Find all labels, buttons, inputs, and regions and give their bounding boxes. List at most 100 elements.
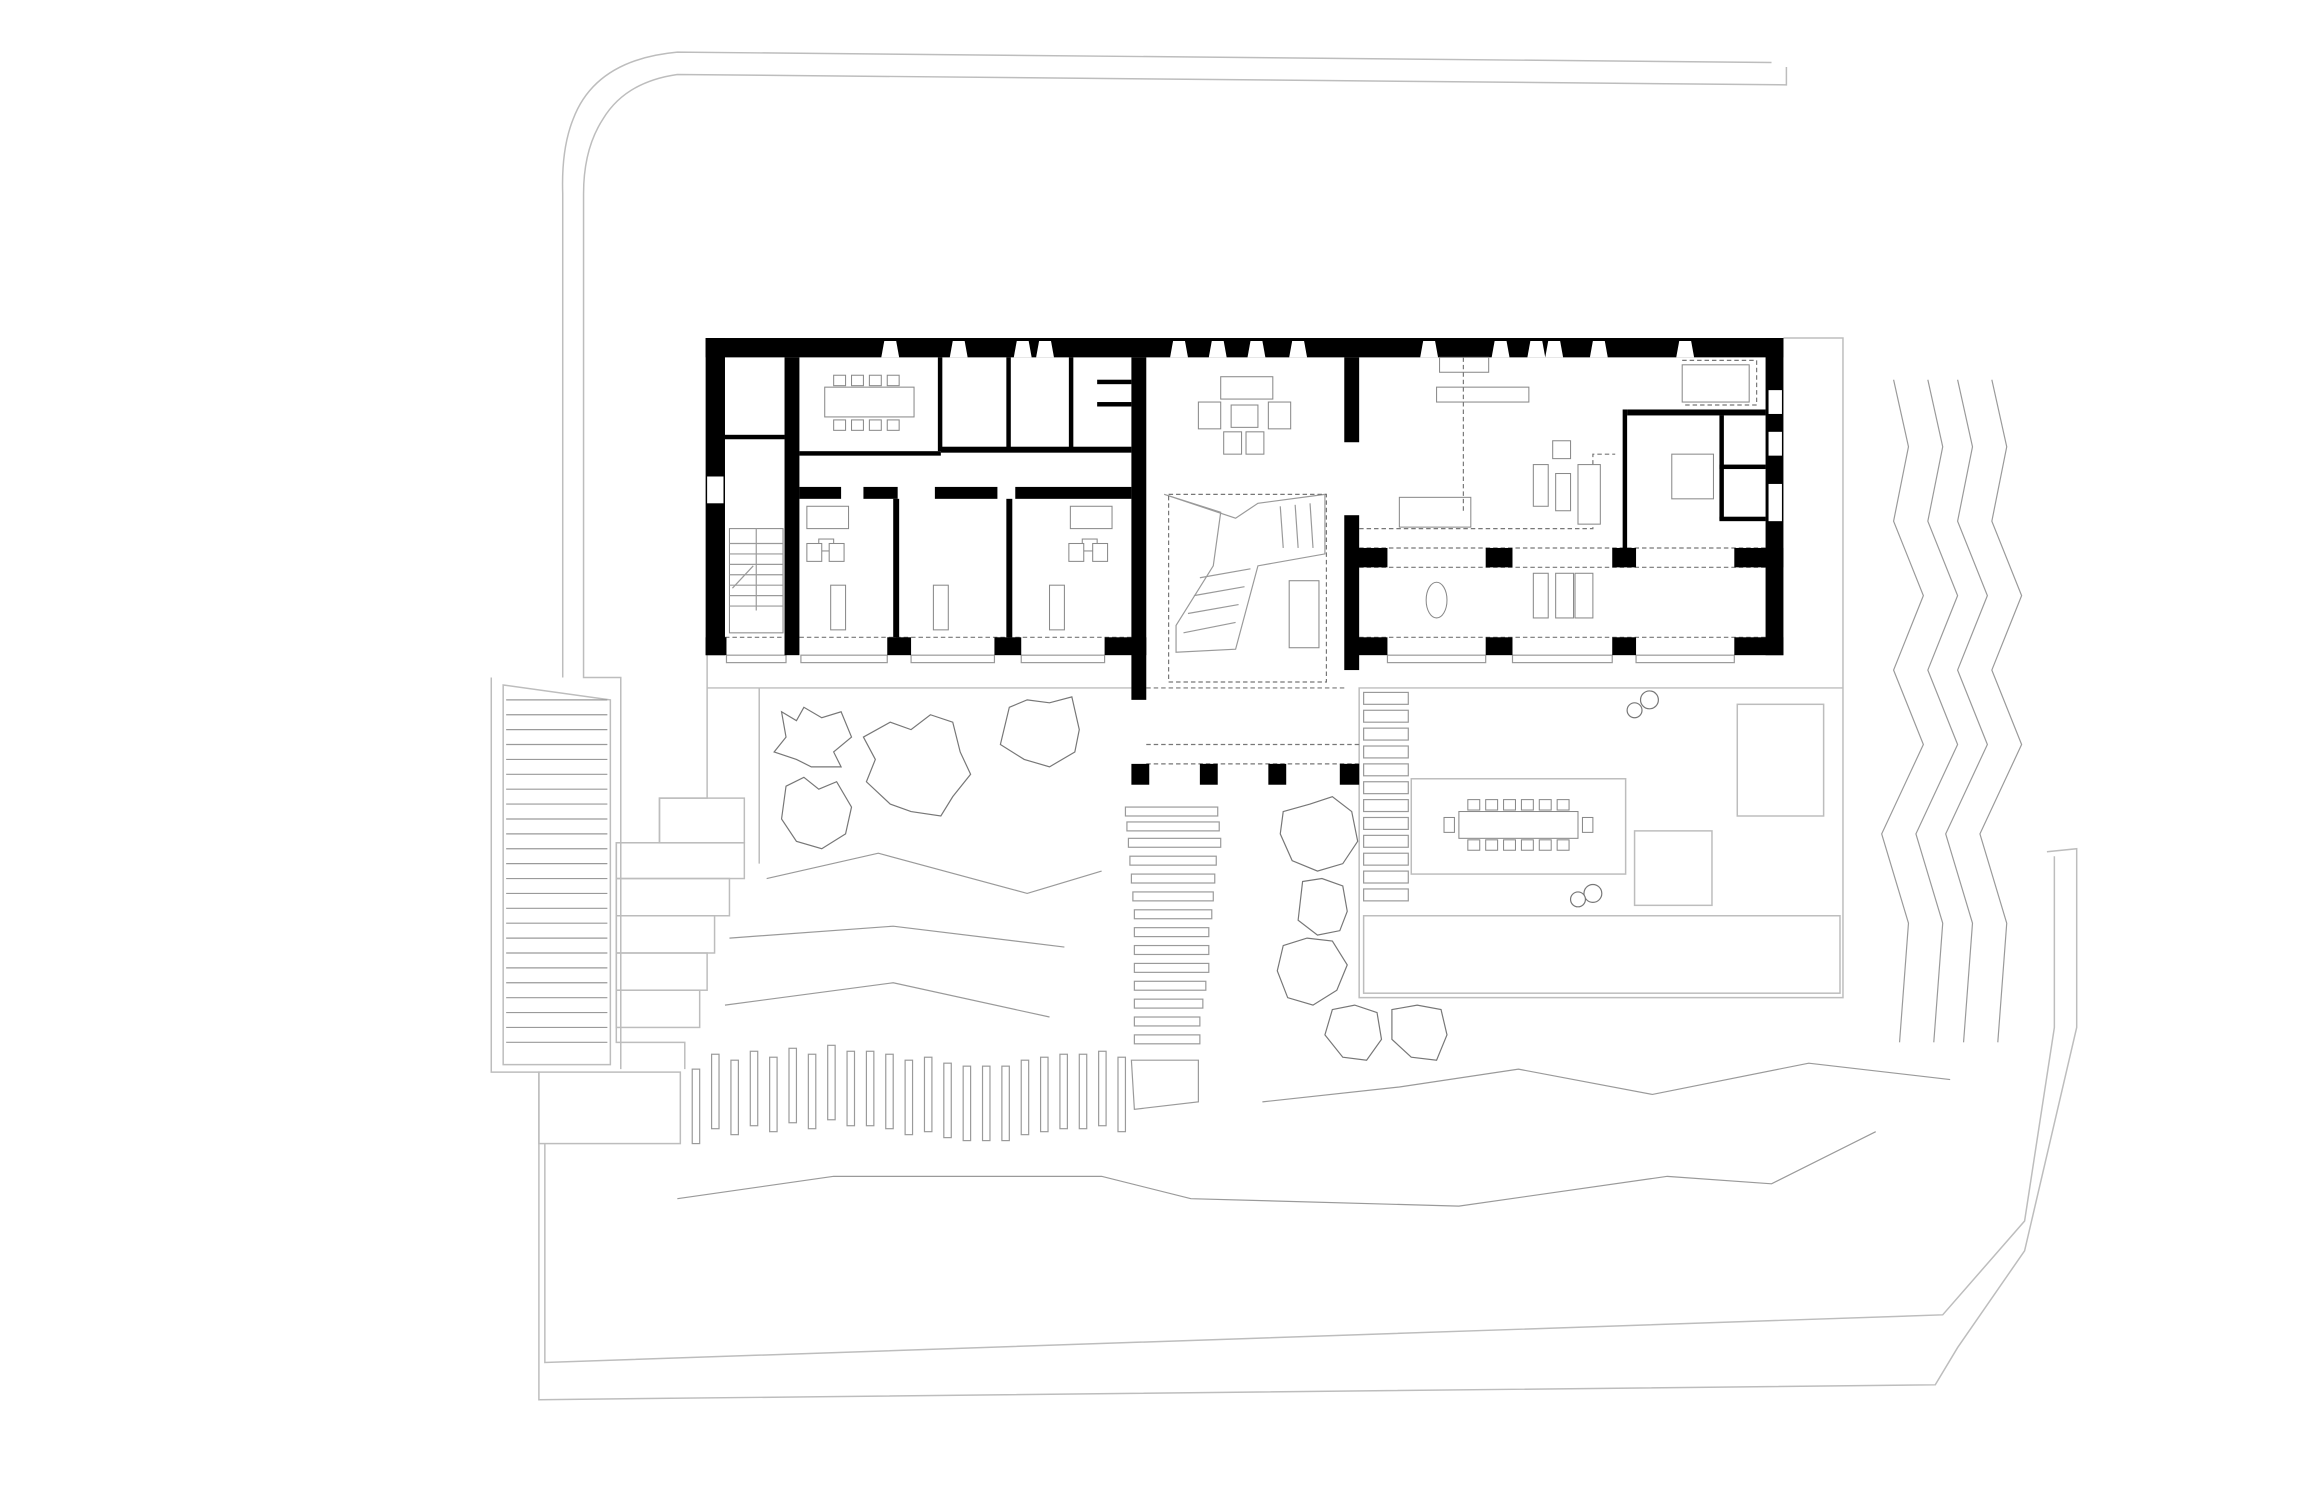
furniture-piece bbox=[828, 542, 845, 562]
furniture-piece bbox=[1068, 542, 1085, 562]
wall bbox=[784, 357, 800, 656]
slat bbox=[1001, 1065, 1010, 1142]
furniture-piece bbox=[1577, 464, 1601, 525]
contour-line bbox=[1881, 379, 1925, 1043]
step bbox=[1363, 745, 1409, 759]
step bbox=[1363, 852, 1409, 866]
chair bbox=[868, 374, 882, 387]
chair bbox=[851, 374, 864, 387]
slat bbox=[1078, 1053, 1088, 1130]
window-sill bbox=[910, 654, 996, 664]
terrace-step bbox=[615, 989, 701, 1029]
window-opening bbox=[1545, 340, 1564, 358]
window-opening bbox=[1768, 431, 1782, 456]
furniture-piece bbox=[1267, 401, 1292, 430]
chair bbox=[1467, 839, 1481, 851]
slat bbox=[730, 1059, 739, 1136]
furniture-piece bbox=[1245, 431, 1265, 455]
wall bbox=[887, 637, 912, 656]
step bbox=[1133, 944, 1210, 956]
furniture-piece bbox=[1555, 572, 1575, 619]
window-sills bbox=[724, 547, 1766, 765]
slat bbox=[1020, 1059, 1030, 1136]
furniture-piece bbox=[1069, 505, 1113, 530]
window-opening bbox=[1208, 340, 1227, 358]
wall bbox=[724, 434, 785, 440]
wall bbox=[1097, 402, 1132, 407]
wall bbox=[940, 446, 1132, 453]
step bbox=[1363, 709, 1409, 723]
window-opening bbox=[949, 340, 968, 358]
chair bbox=[1503, 839, 1516, 851]
furniture-piece bbox=[806, 505, 850, 530]
wall bbox=[1347, 547, 1388, 568]
wall bbox=[937, 357, 943, 452]
chair bbox=[886, 419, 900, 431]
wall bbox=[1344, 357, 1360, 443]
window-opening bbox=[1247, 340, 1266, 358]
wall bbox=[1131, 763, 1150, 785]
walls bbox=[705, 338, 1784, 785]
slat bbox=[1059, 1053, 1068, 1130]
step bbox=[1363, 727, 1409, 741]
slat bbox=[865, 1050, 875, 1127]
garden-steps bbox=[691, 691, 1409, 1145]
wall bbox=[705, 637, 727, 656]
terrace-step bbox=[658, 797, 746, 844]
window-opening bbox=[1013, 340, 1032, 358]
step bbox=[1133, 998, 1204, 1009]
window-sill bbox=[1511, 654, 1613, 664]
furniture-piece bbox=[1532, 464, 1549, 507]
chair bbox=[1485, 839, 1499, 851]
window-sill bbox=[1635, 654, 1735, 664]
ramp-treads bbox=[506, 699, 608, 1043]
slat bbox=[962, 1065, 972, 1142]
wall bbox=[1719, 464, 1766, 470]
furniture-piece bbox=[1092, 542, 1109, 562]
wall bbox=[994, 637, 1022, 656]
wall bbox=[799, 486, 842, 499]
furniture-piece bbox=[830, 584, 847, 631]
terrace-step bbox=[615, 915, 716, 954]
wall bbox=[1131, 357, 1147, 700]
slat bbox=[943, 1062, 952, 1139]
chair bbox=[1556, 799, 1570, 811]
slat bbox=[923, 1056, 933, 1133]
slat bbox=[1098, 1050, 1107, 1127]
window-opening bbox=[707, 476, 724, 504]
window-opening bbox=[1589, 340, 1608, 358]
wall bbox=[1734, 637, 1784, 656]
furniture-piece bbox=[1220, 376, 1274, 400]
step bbox=[1133, 909, 1213, 920]
window-sill bbox=[1020, 654, 1106, 664]
chair bbox=[1538, 799, 1552, 811]
contour-line bbox=[1915, 379, 1959, 1043]
step bbox=[1363, 888, 1409, 902]
slat bbox=[1117, 1056, 1127, 1133]
step bbox=[1133, 1034, 1201, 1045]
wall bbox=[1006, 498, 1013, 638]
step bbox=[1363, 870, 1409, 884]
wall bbox=[1068, 357, 1074, 452]
wall bbox=[1485, 547, 1513, 568]
wall bbox=[1485, 637, 1513, 656]
chair bbox=[1520, 839, 1534, 851]
furniture-piece bbox=[1230, 404, 1259, 428]
window-opening bbox=[1491, 340, 1510, 358]
window-sill bbox=[800, 654, 888, 664]
step bbox=[1132, 891, 1214, 902]
terraces bbox=[615, 797, 746, 1029]
chair bbox=[851, 419, 864, 431]
furniture-piece bbox=[1552, 440, 1572, 460]
step bbox=[1133, 962, 1210, 973]
chair bbox=[833, 374, 847, 387]
chair bbox=[1520, 799, 1534, 811]
step bbox=[1129, 855, 1217, 866]
step bbox=[1133, 927, 1210, 938]
slat bbox=[827, 1044, 836, 1121]
furniture-piece bbox=[1555, 472, 1572, 512]
step bbox=[1133, 1016, 1201, 1027]
chair bbox=[1485, 799, 1499, 811]
window-opening bbox=[881, 340, 900, 358]
